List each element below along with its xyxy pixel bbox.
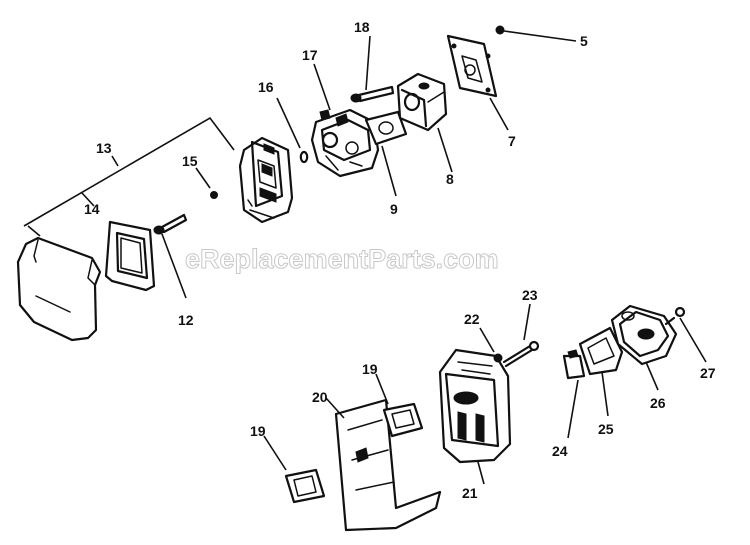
callout-20: 20 (312, 389, 328, 405)
callout-19-lower: 19 (250, 423, 266, 439)
callout-13-bracket (23, 116, 235, 237)
part-8-insulator (396, 72, 453, 173)
part-15-grommet (195, 167, 218, 199)
part-18-screw (350, 35, 395, 103)
callout-22: 22 (464, 311, 480, 327)
callout-25: 25 (598, 421, 614, 437)
callout-17: 17 (302, 47, 318, 63)
callout-23: 23 (522, 287, 538, 303)
part-12-screw (153, 213, 188, 299)
watermark: eReplacementParts.com (185, 244, 499, 274)
part-7-plate (446, 34, 509, 131)
callout-9: 9 (390, 201, 398, 217)
callout-5: 5 (580, 33, 588, 49)
part-13-air-filter-cover (16, 236, 102, 342)
callout-7: 7 (508, 133, 516, 149)
part-21-muffler (438, 348, 512, 485)
callout-27: 27 (700, 365, 716, 381)
part-26-flange (610, 304, 678, 391)
part-19-gasket-upper (375, 373, 424, 438)
part-17-carburetor (310, 63, 380, 178)
callout-19-upper: 19 (362, 361, 378, 377)
callout-14: 14 (84, 201, 100, 217)
part-19-gasket-lower (263, 435, 326, 504)
callout-24: 24 (552, 443, 568, 459)
callout-8: 8 (446, 171, 454, 187)
callout-18: 18 (354, 19, 370, 35)
leader-13 (111, 155, 119, 167)
part-9-gasket (364, 110, 408, 197)
callout-13: 13 (96, 140, 112, 156)
part-22-nut (479, 327, 503, 363)
part-20-heat-shield (325, 397, 442, 532)
callout-12: 12 (178, 312, 194, 328)
part-27-screw (664, 306, 707, 363)
part-16-o-ring (276, 97, 309, 164)
callout-21: 21 (462, 485, 478, 501)
part-5-nut (495, 25, 577, 42)
part-24-plate (562, 349, 586, 439)
part-23-bolt (502, 303, 540, 368)
part-25-gasket (578, 326, 624, 417)
callout-15: 15 (182, 153, 198, 169)
part-14-air-filter (104, 220, 156, 292)
callout-26: 26 (650, 395, 666, 411)
callout-16: 16 (258, 79, 274, 95)
part-air-box-carburetor (238, 136, 294, 224)
